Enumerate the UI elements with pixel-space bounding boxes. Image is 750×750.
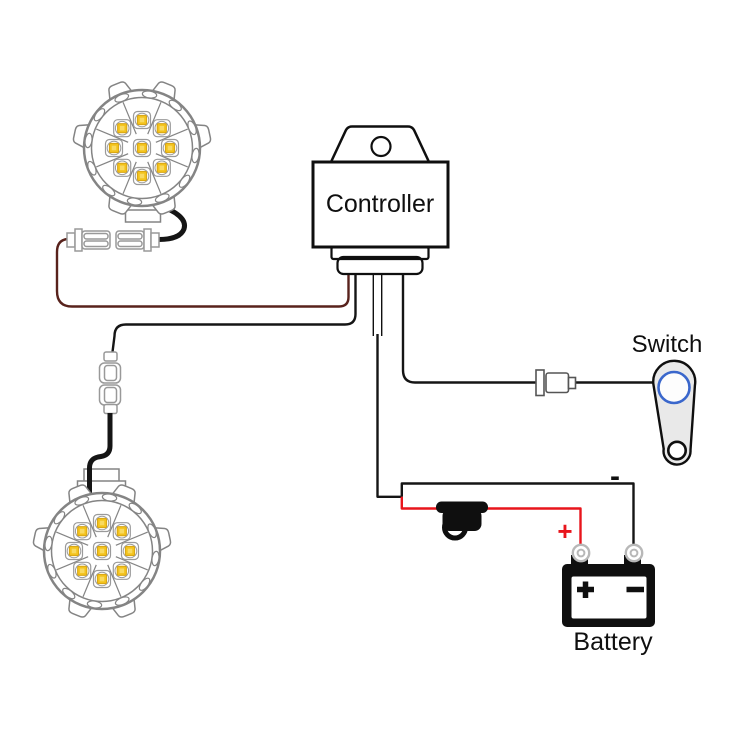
battery-label: Battery (573, 628, 653, 656)
switch-label: Switch (632, 331, 703, 358)
ring-terminal-positive (571, 543, 591, 563)
controller-collar-top (330, 245, 430, 261)
switch-button (657, 370, 691, 405)
controller-collar-bottom (336, 255, 424, 276)
top-light-connector-pair (66, 228, 160, 252)
wire-ground-to-battery-negative (400, 482, 635, 551)
battery-positive-symbol (577, 581, 594, 598)
controller-mount-hole (370, 135, 392, 158)
led-work-light-top (72, 79, 212, 217)
fuse-holder-body (442, 509, 482, 531)
top-light-lead-wire (158, 203, 187, 242)
switch-connector (535, 369, 577, 397)
negative-wire-label: - (610, 460, 620, 493)
wiring-harness (55, 237, 654, 551)
ring-terminal-negative (624, 543, 644, 563)
wire-positive-to-battery (400, 496, 582, 551)
controller-mount-tab (329, 125, 431, 164)
fuse-holder (436, 501, 488, 541)
bottom-light-lead-wire (87, 413, 113, 499)
wire-controller-power-lead (372, 274, 402, 498)
controller: Controller (311, 125, 450, 276)
positive-wire-label: + (557, 516, 572, 546)
battery: Battery (562, 543, 655, 656)
bottom-light-connector (98, 351, 122, 415)
switch-mount-hole (666, 440, 687, 461)
wire-top-light-to-controller (55, 237, 350, 308)
wire-controller-to-switch (401, 274, 536, 384)
wire-controller-to-bottom-light (111, 274, 357, 353)
led-work-light-bottom (32, 482, 172, 620)
controller-label: Controller (326, 190, 434, 218)
switch: Switch (632, 331, 703, 466)
